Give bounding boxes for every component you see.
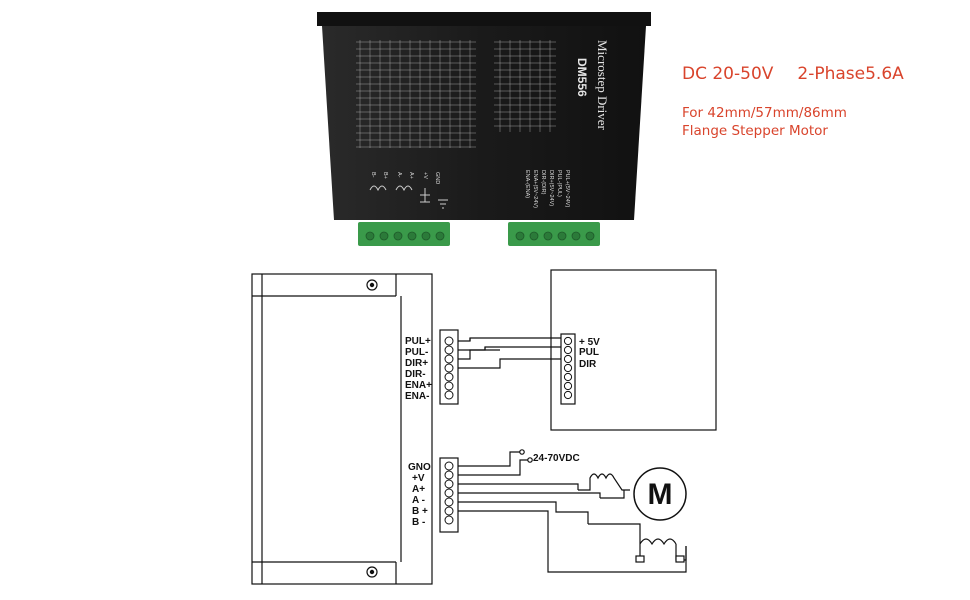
terminal-label-pul-plus: PUL+ bbox=[405, 336, 431, 347]
driver-flange bbox=[317, 12, 651, 26]
controller-pin-5v: + 5V bbox=[579, 337, 600, 348]
driver-power-labels: GND +V A+ A- B+ B- bbox=[370, 172, 440, 184]
controller-pin-pul: PUL bbox=[579, 347, 599, 358]
spec-compat-line2: Flange Stepper Motor bbox=[682, 123, 828, 139]
terminal-label-pul-minus: PUL- bbox=[405, 347, 428, 358]
coil-symbols bbox=[369, 185, 448, 209]
mount-hole-top bbox=[366, 279, 378, 291]
wire-gnd bbox=[458, 451, 520, 467]
coil-a bbox=[578, 473, 630, 491]
driver-power-terminal bbox=[358, 222, 450, 246]
driver-power-label: B- bbox=[370, 172, 376, 178]
driver-power-label: GND bbox=[434, 172, 440, 184]
supply-terminal-neg bbox=[519, 449, 525, 455]
driver-power-label: +V bbox=[422, 172, 428, 179]
terminal-label-gnd: GNO bbox=[408, 462, 431, 473]
wire-vplus bbox=[458, 459, 528, 476]
spec-phase-current: 2-Phase5.6A bbox=[797, 64, 904, 84]
wire-pul-plus bbox=[458, 337, 561, 342]
driver-model-text: DM556 bbox=[575, 58, 589, 97]
wire-a-minus bbox=[458, 492, 601, 498]
signal-terminal-labels: PUL+ PUL- DIR+ DIR- ENA+ ENA- bbox=[405, 336, 432, 402]
terminal-label-dir-minus: DIR- bbox=[405, 369, 426, 380]
terminal-label-a-minus: A - bbox=[412, 495, 425, 506]
controller-terminal-screws bbox=[563, 336, 573, 400]
coil-b bbox=[639, 538, 677, 546]
terminal-label-dir-plus: DIR+ bbox=[405, 358, 428, 369]
terminal-label-ena-minus: ENA- bbox=[405, 391, 429, 402]
driver-signal-label: PUL+(5V~24V) bbox=[564, 170, 570, 207]
diagram-driver-outline bbox=[251, 273, 433, 585]
driver-signal-labels: PUL+(5V~24V) PUL-(PUL) DIR+(5V~24V) DIR-… bbox=[524, 170, 570, 208]
driver-signal-label: PUL-(PUL) bbox=[556, 170, 562, 197]
controller-box bbox=[550, 269, 717, 431]
spec-headline: DC 20-50V 2-Phase5.6A bbox=[682, 64, 904, 84]
signal-terminal-block bbox=[439, 329, 459, 405]
driver-power-label: B+ bbox=[382, 172, 388, 179]
power-terminal-screws bbox=[444, 461, 454, 525]
driver-signal-label: DIR+(5V~24V) bbox=[548, 170, 554, 206]
terminal-label-b-minus: B - bbox=[412, 517, 425, 528]
spec-voltage: DC 20-50V bbox=[682, 64, 774, 84]
controller-terminal-block bbox=[560, 333, 576, 405]
driver-signal-label: ENA-(ENA) bbox=[524, 170, 530, 198]
supply-terminal-pos bbox=[527, 457, 533, 463]
terminal-label-ena-plus: ENA+ bbox=[405, 380, 432, 391]
driver-power-label: A+ bbox=[408, 172, 414, 179]
motor-letter: M bbox=[648, 478, 673, 511]
terminal-label-vplus: +V bbox=[412, 473, 425, 484]
driver-signal-terminal bbox=[508, 222, 600, 246]
driver-power-label: A- bbox=[396, 172, 402, 178]
driver-photo: Microstep Driver DM556 PUL+(5V~24V) PUL-… bbox=[317, 12, 651, 246]
spec-compat-line1: For 42mm/57mm/86mm bbox=[682, 105, 847, 121]
current-table bbox=[494, 40, 556, 132]
wire-b-minus bbox=[458, 510, 687, 573]
driver-brand-text: Microstep Driver bbox=[595, 40, 610, 131]
driver-signal-label: DIR-(DIR) bbox=[540, 170, 546, 195]
power-terminal-block bbox=[439, 457, 459, 533]
controller-pin-dir: DIR bbox=[579, 359, 597, 370]
wire-b-plus bbox=[458, 501, 589, 524]
motor-symbol bbox=[633, 467, 687, 521]
terminal-label-b-plus: B + bbox=[412, 506, 428, 517]
power-terminal-labels: GNO +V A+ A - B + B - bbox=[408, 462, 431, 528]
signal-terminal-screws bbox=[444, 336, 454, 400]
driver-signal-label: ENA+(5V~24V) bbox=[532, 170, 538, 208]
mount-hole-bottom bbox=[366, 566, 378, 578]
wire-dir-minus bbox=[458, 358, 561, 369]
wire-dir-plus bbox=[458, 349, 500, 360]
controller-pin-labels: + 5V PUL DIR bbox=[579, 337, 600, 370]
microstep-table bbox=[356, 40, 476, 148]
wiring-diagram bbox=[251, 269, 717, 585]
wire-a-plus bbox=[458, 483, 579, 490]
supply-voltage-label: 24-70VDC bbox=[533, 453, 580, 464]
terminal-label-a-plus: A+ bbox=[412, 484, 425, 495]
